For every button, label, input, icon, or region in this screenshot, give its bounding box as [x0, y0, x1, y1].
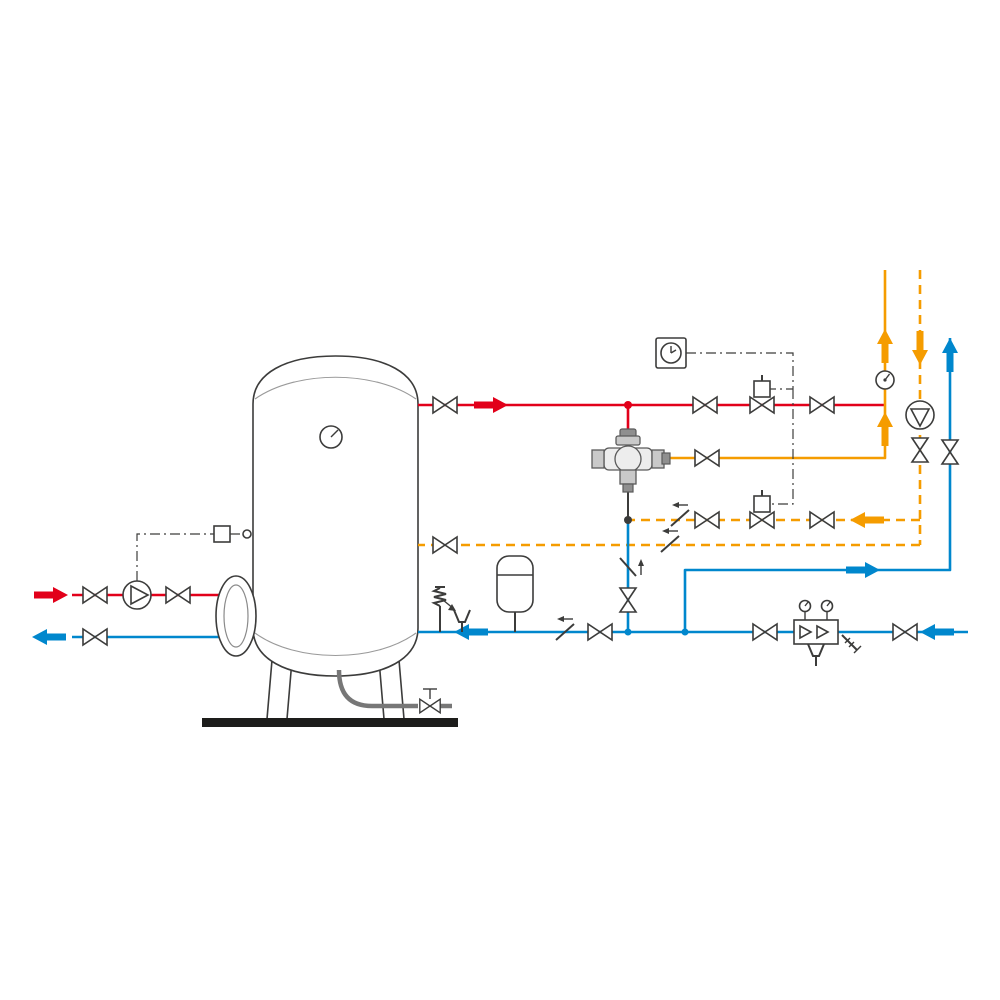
backflow-preventer — [793, 611, 839, 645]
drain-pipe — [336, 669, 418, 709]
clock-hand-hour — [670, 349, 677, 354]
control-line-timer — [686, 352, 794, 505]
junction-cold-tee — [624, 628, 632, 636]
tank-shell — [252, 355, 419, 677]
timer-controller — [655, 337, 687, 369]
pump-thermostat — [213, 525, 231, 543]
junction-recirc-tee — [624, 516, 632, 524]
drain-assembly — [336, 669, 452, 714]
storage-tank — [252, 355, 419, 677]
primary-pump — [122, 580, 152, 610]
heat-exchanger-flange — [215, 575, 257, 657]
tank-top-seam — [254, 376, 417, 400]
expansion-vessel — [496, 555, 534, 632]
tank-bottom-seam — [254, 632, 417, 657]
safety-relief-valve — [431, 586, 456, 632]
floor-base — [202, 718, 458, 727]
control-line-thermostat — [136, 533, 243, 581]
junction-cold-branch — [681, 628, 689, 636]
gauge-downstream — [820, 599, 834, 613]
recirculation-pump — [905, 400, 935, 430]
gauge-upstream — [798, 599, 812, 613]
strainer — [841, 634, 862, 654]
pipe-cold-water — [72, 338, 968, 639]
tank-temperature-gauge — [319, 425, 343, 449]
tank-sensor — [242, 529, 252, 539]
thermostatic-mixing-valve — [591, 428, 671, 493]
junction-hot-tee — [624, 401, 632, 409]
line-thermometer — [875, 370, 895, 390]
